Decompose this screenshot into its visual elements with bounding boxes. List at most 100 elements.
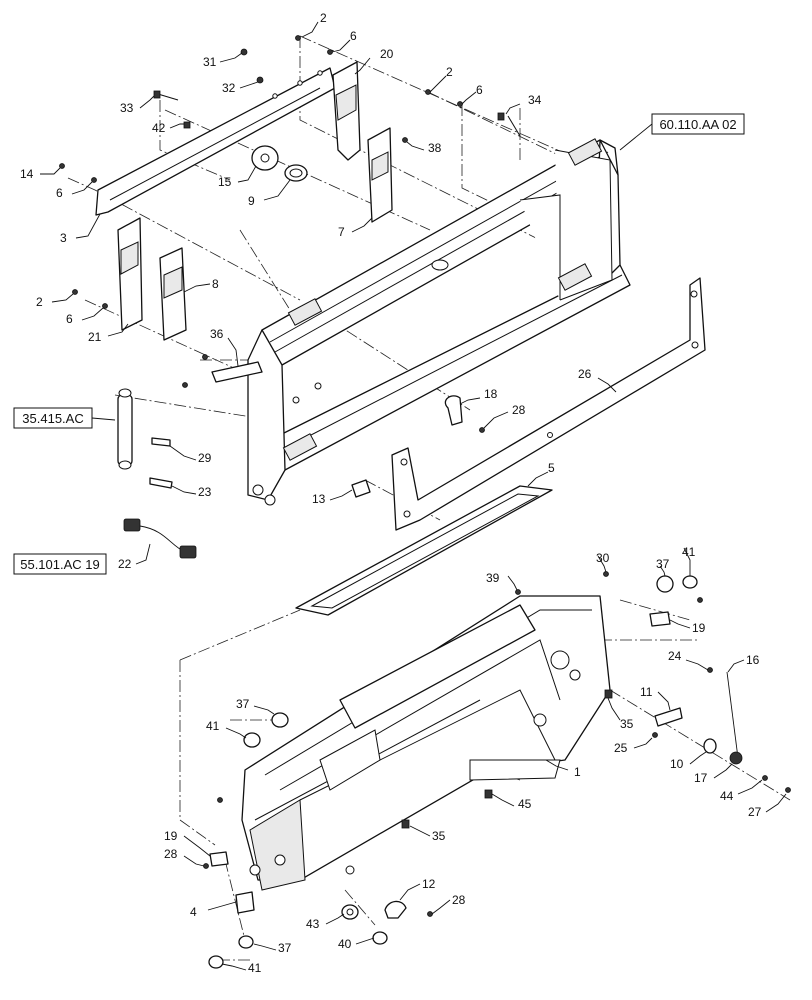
callout-number: 25 — [614, 741, 628, 755]
ref-box-35-415[interactable]: 35.415.AC — [13, 407, 93, 429]
bracket-8 — [159, 247, 187, 341]
callout-34: 34 — [505, 93, 542, 115]
bracket-7 — [367, 127, 393, 223]
callout-5: 5 — [527, 461, 555, 487]
callout-27: 27 — [748, 793, 787, 819]
callout-number: 45 — [518, 797, 532, 811]
ring-9 — [284, 164, 308, 182]
callout-number: 6 — [476, 83, 483, 97]
callout-37-c: 37 — [253, 941, 292, 955]
ref-box-60-110[interactable]: 60.110.AA 02 — [651, 113, 745, 135]
ref-box-60-110-label: 60.110.AA 02 — [659, 117, 736, 132]
callout-36: 36 — [210, 327, 239, 367]
callout-2-b: 2 — [429, 65, 453, 93]
callout-28-a: 28 — [483, 403, 526, 429]
callout-16: 16 — [727, 653, 760, 673]
callout-2-c: 2 — [36, 293, 74, 309]
callout-number: 34 — [528, 93, 542, 107]
callout-24: 24 — [668, 649, 709, 671]
callout-number: 20 — [380, 47, 394, 61]
callout-number: 44 — [720, 789, 734, 803]
washer-37-right — [656, 575, 674, 593]
ref-box-55-101-label: 55.101.AC 19 — [20, 557, 100, 572]
callout-number: 28 — [512, 403, 526, 417]
callout-43: 43 — [306, 913, 345, 931]
callout-number: 29 — [198, 451, 212, 465]
callout-number: 6 — [350, 29, 357, 43]
washer-43 — [341, 904, 359, 920]
callout-15: 15 — [218, 165, 257, 189]
callout-number: 18 — [484, 387, 498, 401]
callout-19-a: 19 — [669, 619, 706, 635]
top-plate — [95, 67, 336, 216]
main-frame — [247, 138, 631, 506]
callout-35-b: 35 — [409, 825, 446, 843]
callout-41-b: 41 — [206, 719, 247, 739]
callout-number: 32 — [222, 81, 236, 95]
callout-38: 38 — [406, 141, 442, 155]
clamp-12 — [384, 900, 407, 919]
foot-4 — [235, 891, 255, 914]
callout-32: 32 — [222, 81, 259, 95]
callout-number: 14 — [20, 167, 34, 181]
rod-16 — [726, 671, 739, 759]
callout-number: 27 — [748, 805, 762, 819]
washer-37-left — [271, 712, 289, 728]
harness-22 — [123, 518, 197, 559]
callout-number: 6 — [56, 186, 63, 200]
rail-26 — [391, 277, 706, 531]
callout-18: 18 — [459, 387, 498, 405]
nut-41-left — [243, 732, 261, 748]
callout-number: 23 — [198, 485, 212, 499]
callout-25: 25 — [614, 737, 653, 755]
callout-6-d: 6 — [66, 307, 104, 326]
callout-number: 37 — [278, 941, 292, 955]
callout-33: 33 — [120, 95, 155, 115]
callout-number: 3 — [60, 231, 67, 245]
callout-44: 44 — [720, 779, 763, 803]
callout-number: 1 — [574, 765, 581, 779]
callout-number: 2 — [36, 295, 43, 309]
bracket-20 — [332, 61, 361, 161]
callout-13: 13 — [312, 489, 353, 506]
callout-12: 12 — [399, 877, 436, 901]
callout-number: 6 — [66, 312, 73, 326]
callout-28-b: 28 — [164, 847, 205, 867]
callout-8: 8 — [183, 277, 219, 293]
callout-6-a: 6 — [331, 29, 357, 53]
callout-22: 22 — [118, 543, 151, 571]
callout-number: 2 — [446, 65, 453, 79]
callout-41-c: 41 — [221, 961, 262, 975]
callout-number: 7 — [338, 225, 345, 239]
bushing-13 — [351, 479, 371, 498]
callout-number: 13 — [312, 492, 326, 506]
callout-number: 9 — [248, 194, 255, 208]
callout-20: 20 — [354, 47, 394, 75]
callout-26: 26 — [578, 367, 617, 393]
callout-number: 26 — [578, 367, 592, 381]
callout-number: 41 — [206, 719, 220, 733]
callout-37-b: 37 — [236, 697, 275, 715]
callout-number: 39 — [486, 571, 500, 585]
callout-9: 9 — [248, 179, 291, 208]
callout-number: 30 — [596, 551, 610, 565]
callout-number: 24 — [668, 649, 682, 663]
callout-6-c: 6 — [56, 181, 93, 200]
callout-37-a: 37 — [656, 557, 670, 577]
callout-number: 33 — [120, 101, 134, 115]
plate-19-right — [649, 611, 671, 627]
nut-41-right — [682, 575, 698, 589]
callout-number: 37 — [236, 697, 250, 711]
callout-4: 4 — [190, 901, 237, 919]
callout-41-a: 41 — [682, 545, 696, 576]
callout-2-a: 2 — [301, 11, 327, 38]
callout-number: 40 — [338, 937, 352, 951]
bracket-21 — [117, 217, 143, 331]
callout-number: 38 — [428, 141, 442, 155]
ref-box-55-101[interactable]: 55.101.AC 19 — [13, 553, 107, 575]
callout-number: 35 — [432, 829, 446, 843]
callout-14: 14 — [20, 167, 61, 181]
callout-28-c: 28 — [431, 893, 466, 915]
callout-39: 39 — [486, 571, 518, 591]
